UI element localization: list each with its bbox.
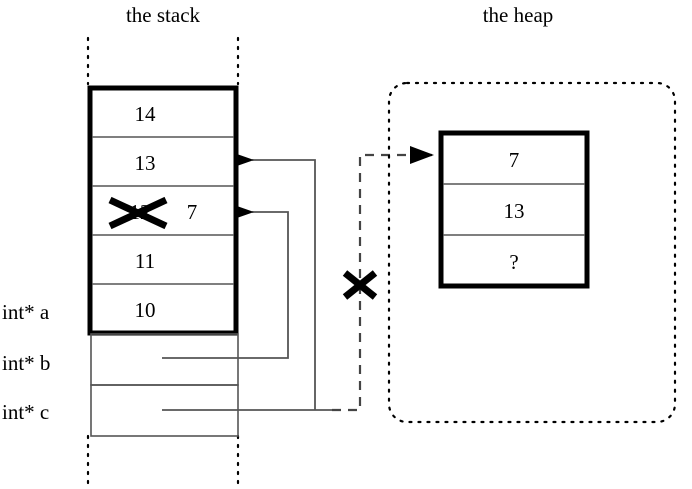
stack-cell-2-strikeout-icon [108, 196, 168, 230]
pointer-b-arrowhead-icon [234, 205, 254, 219]
stack-cell-value-2-new: 7 [187, 200, 198, 224]
stack-cell-value-0: 14 [135, 102, 157, 126]
pointer-b-arrow [162, 205, 289, 359]
stack-variable-slots [90, 333, 239, 437]
stack-title: the stack [126, 3, 201, 27]
pointer-c-arrow [162, 153, 332, 411]
dangling-pointer-strikeout-icon [342, 270, 378, 300]
stack-cell-value-4: 10 [135, 298, 156, 322]
stack-slot-b [90, 333, 239, 386]
dangling-pointer-arrowhead-icon [410, 146, 434, 164]
heap-block-border [438, 130, 590, 289]
heap-cell-value-2: ? [509, 250, 518, 274]
heap-block: 7 13 ? [438, 130, 590, 289]
heap-cell-value-0: 7 [509, 148, 520, 172]
stack-cell-value-3: 11 [135, 249, 155, 273]
heap-region-boundary [387, 81, 677, 424]
stack-array: 14 13 12 7 11 10 [87, 85, 239, 336]
variable-label-a: int* a [2, 300, 50, 324]
dangling-pointer-c-to-heap [332, 146, 434, 412]
variable-label-b: int* b [2, 351, 50, 375]
heap-cell-value-1: 13 [504, 199, 525, 223]
stack-array-border [87, 85, 239, 336]
heap-title: the heap [483, 3, 554, 27]
pointer-c-arrowhead-icon [234, 153, 254, 167]
variable-label-c: int* c [2, 400, 49, 424]
stack-cell-value-1: 13 [135, 151, 156, 175]
